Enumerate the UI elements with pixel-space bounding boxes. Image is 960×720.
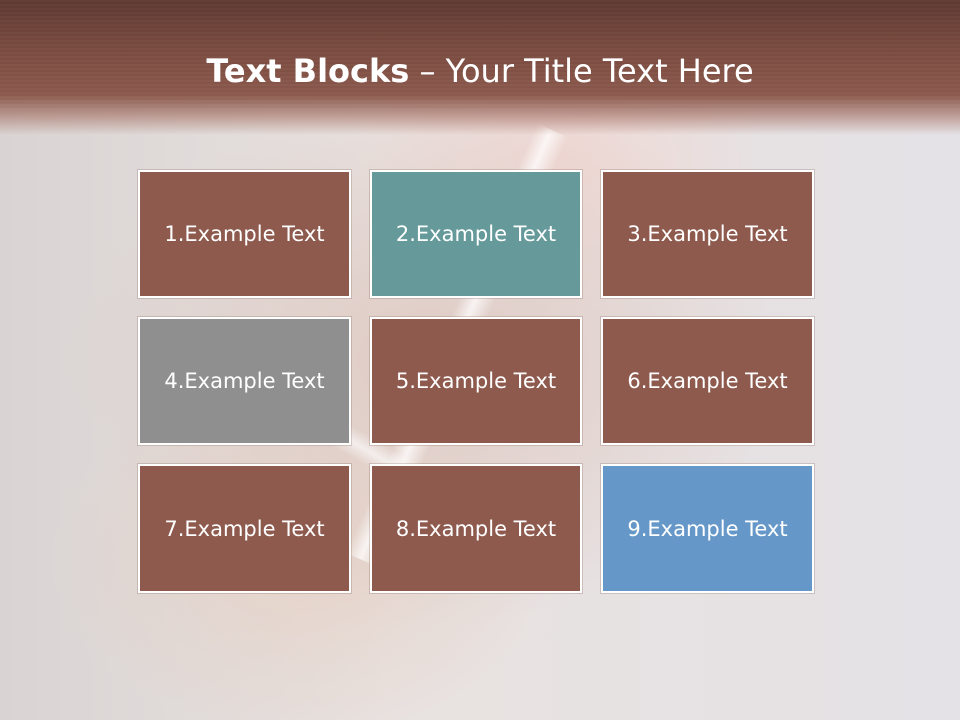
title-separator: –: [409, 52, 446, 90]
text-block-2[interactable]: 2.Example Text: [370, 170, 582, 298]
text-block-1[interactable]: 1.Example Text: [138, 170, 351, 298]
title-bar-texture: [0, 0, 960, 110]
slide-title: Text Blocks – Your Title Text Here: [0, 52, 960, 90]
text-block-label: 4.Example Text: [164, 369, 325, 393]
text-block-5[interactable]: 5.Example Text: [370, 317, 582, 445]
text-block-label: 3.Example Text: [627, 222, 788, 246]
text-block-label: 1.Example Text: [164, 222, 325, 246]
text-block-7[interactable]: 7.Example Text: [138, 464, 351, 593]
title-subtitle-text: Your Title Text Here: [445, 52, 754, 90]
text-block-label: 8.Example Text: [395, 516, 557, 541]
text-block-label: 7.Example Text: [164, 516, 325, 541]
text-block-3[interactable]: 3.Example Text: [601, 170, 814, 298]
text-block-label: 5.Example Text: [395, 369, 557, 393]
text-block-9[interactable]: 9.Example Text: [601, 464, 814, 593]
title-bar: [0, 0, 960, 135]
text-block-8[interactable]: 8.Example Text: [370, 464, 582, 593]
text-block-6[interactable]: 6.Example Text: [601, 317, 814, 445]
text-block-4[interactable]: 4.Example Text: [138, 317, 351, 445]
title-bold-text: Text Blocks: [206, 52, 410, 90]
text-block-label: 9.Example Text: [627, 516, 788, 541]
text-block-label: 2.Example Text: [395, 222, 557, 246]
text-block-label: 6.Example Text: [627, 369, 788, 393]
